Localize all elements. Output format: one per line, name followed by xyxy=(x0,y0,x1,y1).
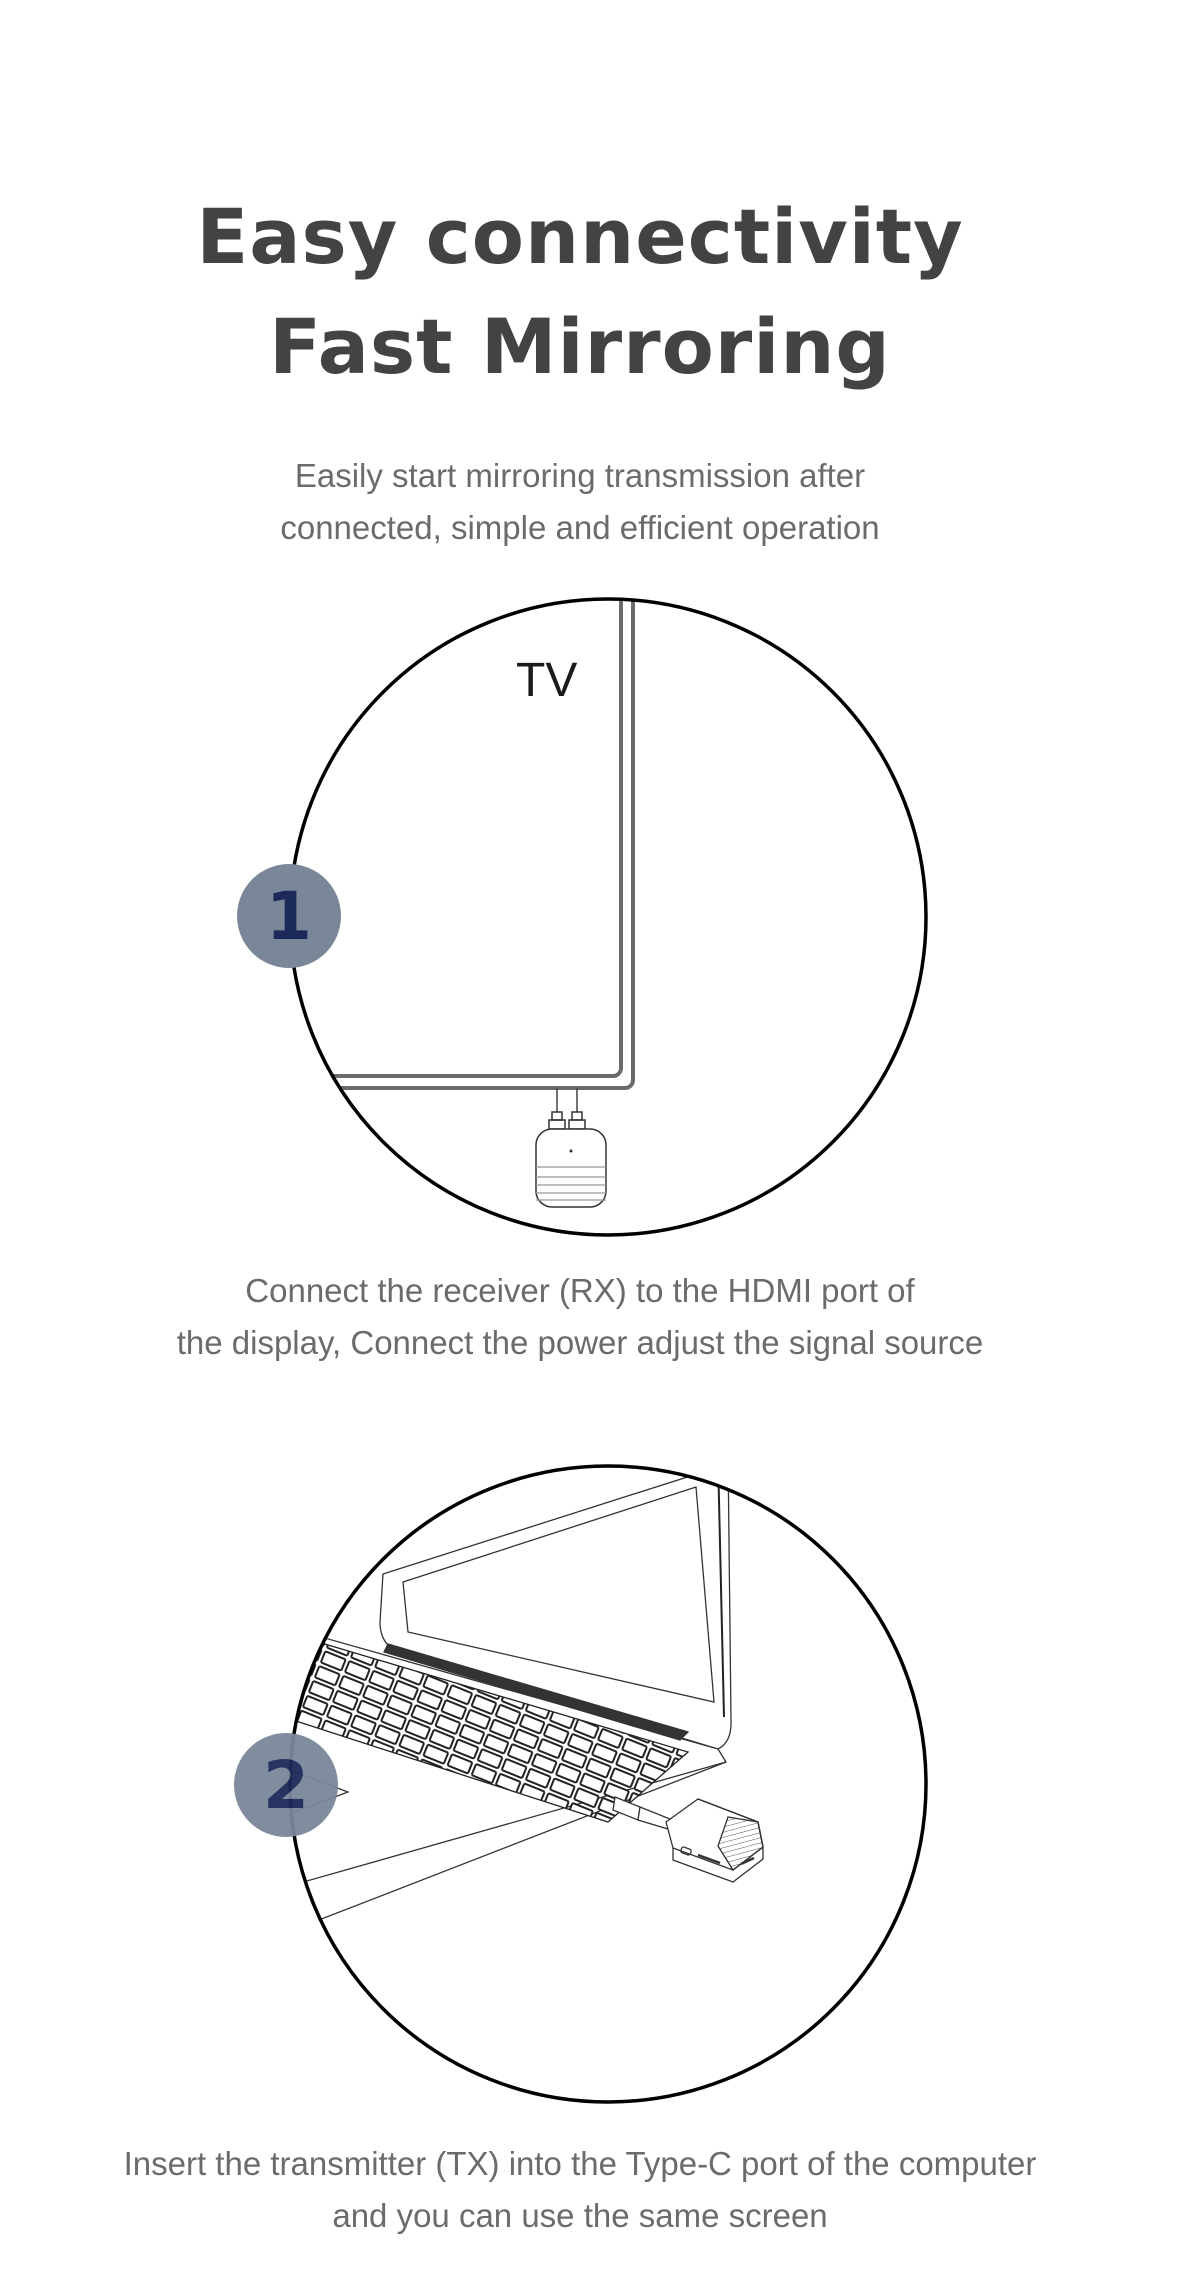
step-1-badge: 1 xyxy=(237,864,341,968)
step-2-caption-line-1: Insert the transmitter (TX) into the Typ… xyxy=(123,2145,1037,2182)
step-1-caption: Connect the receiver (RX) to the HDMI po… xyxy=(0,1265,1160,1369)
headline-line-1: Easy connectivity xyxy=(196,192,964,281)
intro-text: Easily start mirroring transmission afte… xyxy=(0,450,1160,554)
tv-receiver-illustration: TV xyxy=(288,595,928,1239)
headline-line-2: Fast Mirroring xyxy=(269,302,891,391)
step-2-caption: Insert the transmitter (TX) into the Typ… xyxy=(0,2138,1160,2242)
step-1-caption-line-2: the display, Connect the power adjust th… xyxy=(176,1324,984,1361)
tv-label: TV xyxy=(516,654,578,707)
laptop-transmitter-illustration xyxy=(288,1462,928,2106)
tv-receiver-drawing xyxy=(288,597,928,1237)
laptop-transmitter-drawing xyxy=(288,1464,928,2104)
step-1-caption-line-1: Connect the receiver (RX) to the HDMI po… xyxy=(245,1272,915,1309)
intro-line-1: Easily start mirroring transmission afte… xyxy=(294,457,866,494)
step-2-badge: 2 xyxy=(234,1733,338,1837)
intro-line-2: connected, simple and efficient operatio… xyxy=(280,509,880,546)
step-2-caption-line-2: and you can use the same screen xyxy=(332,2197,828,2234)
